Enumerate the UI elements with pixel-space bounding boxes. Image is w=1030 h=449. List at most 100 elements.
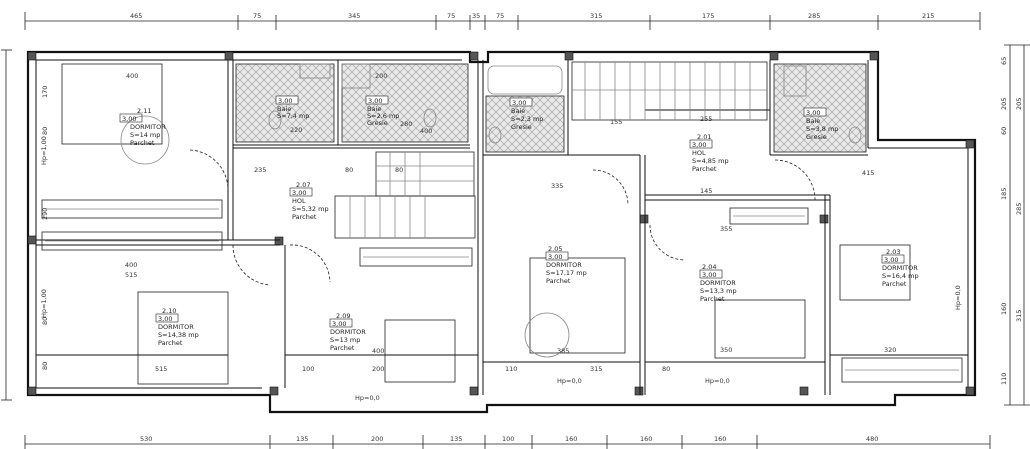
left-dimension-chain: 170 290 80 80 80 Hp=1,00 Hp=1,00 — [1, 49, 49, 401]
wardrobe — [41, 231, 223, 251]
top-dim-1: 465 — [130, 12, 142, 20]
column — [819, 214, 829, 224]
bottom-dim-3: 200 — [371, 435, 383, 443]
svg-text:Parchet: Parchet — [330, 344, 355, 352]
right-dim-9: 110 — [1000, 373, 1008, 385]
left-height-label-2: Hp=1,00 — [40, 289, 48, 318]
svg-text:3,00: 3,00 — [292, 189, 306, 197]
column — [269, 386, 279, 396]
bed — [839, 244, 911, 301]
svg-text:2.07: 2.07 — [296, 181, 310, 189]
bed — [529, 257, 626, 354]
interior-dimensions: 400 220 200 280 400 255 145 155 235 80 8… — [125, 72, 896, 373]
toilet — [488, 126, 502, 144]
bottom-dim-9: 480 — [866, 435, 878, 443]
room-label-hol-201: 2.01 3,00 HOL S=4,85 mp Parchet — [689, 133, 729, 173]
svg-text:280: 280 — [400, 120, 412, 128]
svg-text:3,00: 3,00 — [692, 141, 706, 149]
door-swings — [189, 149, 816, 286]
column — [27, 386, 37, 396]
room-label-dormitor-205: 2.05 3,00 DORMITOR S=17,17 mp Parchet — [545, 245, 587, 285]
svg-text:S=14 mp: S=14 mp — [130, 131, 160, 139]
column — [469, 51, 479, 61]
left-dim-1: 170 — [41, 86, 49, 98]
wardrobe — [841, 357, 963, 383]
svg-text:S=16,4 mp: S=16,4 mp — [882, 272, 919, 280]
right-dim-8: 315 — [1015, 310, 1023, 322]
room-label-baie-202: 3,00 Baie S=3,8 mp Gresie — [803, 107, 838, 141]
bed — [137, 291, 229, 385]
right-height-label: Hp=0,0 — [954, 285, 962, 310]
left-dim-4: 80 — [41, 362, 49, 370]
wardrobe — [729, 207, 809, 225]
right-dim-7: 160 — [1000, 303, 1008, 315]
column — [274, 236, 284, 246]
bathroom-floor — [341, 63, 469, 143]
svg-text:235: 235 — [254, 166, 266, 174]
svg-text:S=14,38 mp: S=14,38 mp — [158, 331, 199, 339]
staircase — [334, 61, 768, 239]
svg-text:2.03: 2.03 — [886, 248, 900, 256]
bathtub — [299, 63, 331, 79]
svg-text:2.05: 2.05 — [548, 245, 562, 253]
svg-text:320: 320 — [884, 346, 896, 354]
svg-text:3,00: 3,00 — [122, 115, 136, 123]
svg-text:Baie: Baie — [511, 107, 525, 115]
svg-text:Parchet: Parchet — [158, 339, 183, 347]
room-label-dormitor-203: 2.03 3,00 DORMITOR S=16,4 mp Parchet — [881, 248, 919, 288]
column — [27, 235, 37, 245]
svg-text:350: 350 — [720, 346, 732, 354]
rug — [120, 115, 170, 165]
toilet — [423, 108, 437, 128]
column — [769, 51, 779, 61]
svg-text:S=4,85 mp: S=4,85 mp — [692, 157, 729, 165]
column — [27, 51, 37, 61]
svg-text:Parchet: Parchet — [692, 165, 717, 173]
column — [564, 51, 574, 61]
svg-text:DORMITOR: DORMITOR — [130, 123, 166, 131]
bathtub — [487, 65, 563, 95]
sill-label: Hp=0,0 — [355, 394, 380, 402]
svg-text:110: 110 — [505, 365, 517, 373]
svg-text:3,00: 3,00 — [368, 97, 382, 105]
svg-text:Gresie: Gresie — [806, 133, 827, 141]
left-height-label-1: Hp=1,00 — [40, 136, 48, 165]
bathroom-tiles — [235, 63, 867, 153]
svg-text:2.04: 2.04 — [702, 263, 716, 271]
svg-text:3,00: 3,00 — [702, 271, 716, 279]
bed — [384, 319, 456, 383]
svg-text:S=2,6 mp: S=2,6 mp — [367, 112, 399, 120]
svg-text:2.10: 2.10 — [162, 307, 176, 315]
bottom-dim-4: 135 — [450, 435, 462, 443]
svg-text:155: 155 — [610, 118, 622, 126]
bottom-dim-8: 160 — [714, 435, 726, 443]
bottom-dimension-chain: 530 135 200 135 100 160 160 160 480 — [24, 435, 991, 449]
svg-text:S=3,8 mp: S=3,8 mp — [806, 125, 838, 133]
room-label-hol-207: 2.07 3,00 HOL S=5,32 mp Parchet — [289, 181, 329, 221]
svg-text:S=7,4 mp: S=7,4 mp — [277, 112, 309, 120]
sill-label: Hp=0,0 — [705, 377, 730, 385]
svg-text:255: 255 — [700, 115, 712, 123]
shower — [341, 63, 371, 89]
svg-text:Parchet: Parchet — [700, 295, 725, 303]
svg-text:Gresie: Gresie — [367, 119, 388, 127]
svg-text:Parchet: Parchet — [292, 213, 317, 221]
top-dim-4: 75 — [447, 12, 455, 20]
svg-text:385: 385 — [557, 347, 569, 355]
right-dim-1: 65 — [1000, 57, 1008, 65]
bed — [61, 63, 163, 145]
svg-text:400: 400 — [420, 127, 432, 135]
svg-text:515: 515 — [155, 365, 167, 373]
room-labels: 2.11 3,00 DORMITOR S=14 mp Parchet 3,00 … — [119, 95, 919, 352]
svg-text:2.11: 2.11 — [137, 107, 151, 115]
svg-text:80: 80 — [345, 166, 353, 174]
svg-text:415: 415 — [862, 169, 874, 177]
svg-text:3,00: 3,00 — [512, 99, 526, 107]
top-dim-10: 215 — [922, 12, 934, 20]
svg-text:3,00: 3,00 — [548, 253, 562, 261]
beds — [61, 63, 911, 385]
svg-text:DORMITOR: DORMITOR — [330, 328, 366, 336]
rug — [524, 312, 570, 358]
svg-text:Parchet: Parchet — [882, 280, 907, 288]
